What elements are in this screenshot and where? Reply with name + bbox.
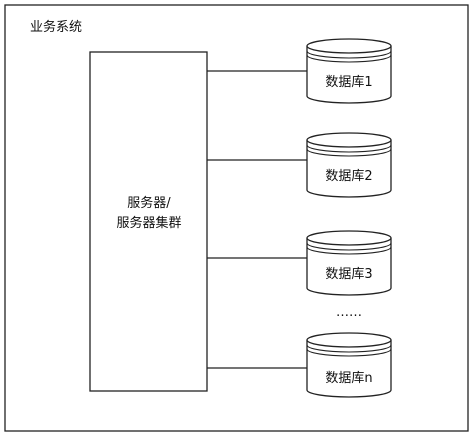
database-n: 数据库n [306, 332, 392, 398]
database-3: 数据库3 [306, 230, 392, 296]
system-title: 业务系统 [30, 19, 82, 35]
server-label-line2: 服务器集群 [116, 215, 181, 231]
ellipsis: …… [336, 305, 362, 320]
server-label-line1: 服务器/ [127, 195, 171, 211]
server-box [89, 51, 208, 392]
database-2-label: 数据库2 [325, 168, 372, 184]
database-1-label: 数据库1 [325, 74, 372, 90]
system-frame [4, 4, 469, 432]
database-n-label: 数据库n [325, 370, 372, 386]
database-2: 数据库2 [306, 132, 392, 198]
database-1: 数据库1 [306, 38, 392, 104]
database-3-label: 数据库3 [325, 266, 372, 282]
